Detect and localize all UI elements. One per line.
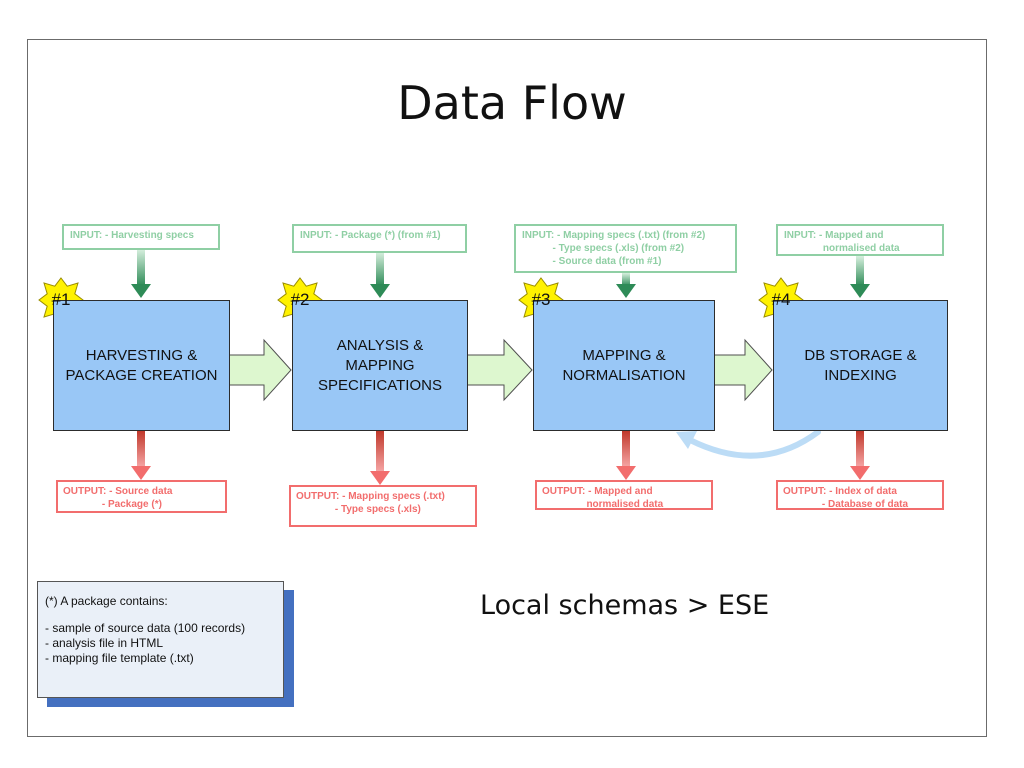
output-box-1: OUTPUT: - Source data - Package (*): [56, 480, 227, 513]
flow-arrow-2-3: [466, 338, 533, 402]
input-box-1: INPUT: - Harvesting specs: [62, 224, 220, 250]
slide-title: Data Flow: [397, 76, 627, 130]
package-note-item: - mapping file template (.txt): [45, 651, 194, 665]
input-box-4: INPUT: - Mapped and normalised data: [776, 224, 944, 256]
output-arrow-2: [370, 431, 390, 485]
package-note-item: - sample of source data (100 records): [45, 621, 246, 635]
output-arrow-1: [131, 431, 151, 480]
package-note-item: - analysis file in HTML: [45, 636, 164, 650]
badge-label-3: #3: [531, 290, 551, 309]
input-arrow-3: [616, 273, 636, 298]
process-label-2: ANALYSIS & MAPPING SPECIFICATIONS: [318, 336, 442, 394]
output-box-3: OUTPUT: - Mapped and normalised data: [535, 480, 713, 510]
loop-back-arrow: [676, 429, 821, 459]
input-box-3: INPUT: - Mapping specs (.txt) (from #2) …: [514, 224, 737, 273]
schema-subtitle: Local schemas > ESE: [480, 590, 770, 621]
process-label-4: DB STORAGE & INDEXING: [804, 346, 917, 384]
output-box-2: OUTPUT: - Mapping specs (.txt) - Type sp…: [289, 485, 477, 527]
process-label-1: HARVESTING & PACKAGE CREATION: [65, 346, 218, 384]
process-box-mapping: MAPPING & NORMALISATION: [533, 300, 715, 431]
output-box-4: OUTPUT: - Index of data - Database of da…: [776, 480, 944, 510]
process-box-harvesting: HARVESTING & PACKAGE CREATION: [53, 300, 230, 431]
input-arrow-4: [850, 256, 870, 298]
output-arrow-3: [616, 431, 636, 480]
input-arrow-2: [370, 252, 390, 298]
input-arrow-1: [131, 249, 151, 298]
output-arrow-4: [850, 431, 870, 480]
process-label-3: MAPPING & NORMALISATION: [562, 346, 686, 384]
badge-label-2: #2: [290, 290, 310, 309]
badge-label-1: #1: [51, 290, 71, 309]
input-box-2: INPUT: - Package (*) (from #1): [292, 224, 467, 253]
flow-arrow-1-2: [228, 338, 292, 402]
process-box-db-storage: DB STORAGE & INDEXING: [773, 300, 948, 431]
package-note-heading: (*) A package contains:: [45, 594, 168, 608]
process-box-analysis: ANALYSIS & MAPPING SPECIFICATIONS: [292, 300, 468, 431]
package-note: (*) A package contains: - sample of sour…: [37, 581, 284, 698]
flow-arrow-3-4: [713, 338, 773, 402]
badge-label-4: #4: [771, 290, 791, 309]
